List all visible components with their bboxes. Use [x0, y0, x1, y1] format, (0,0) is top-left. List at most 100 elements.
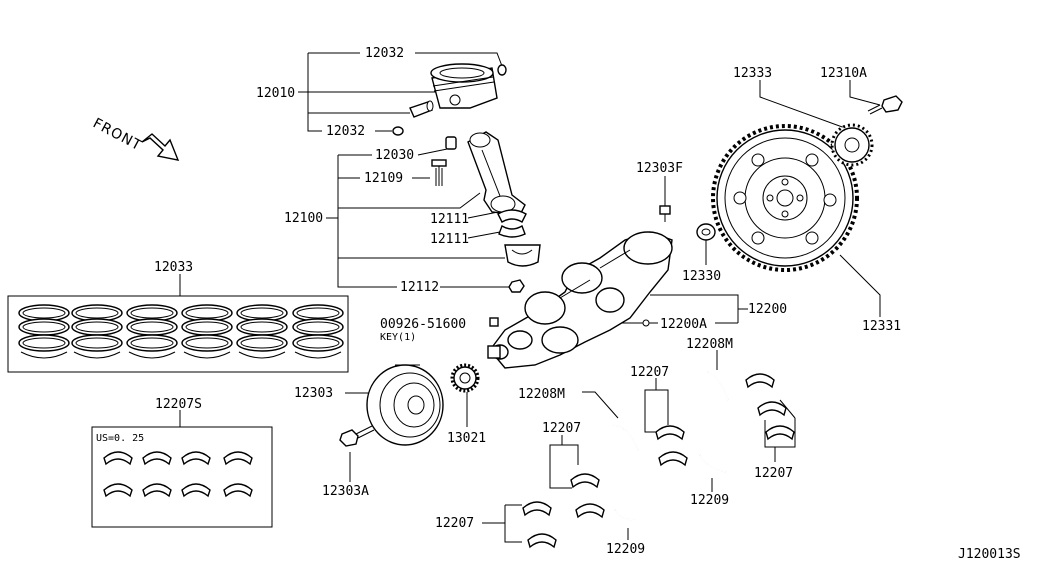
- spacer-12330: [696, 223, 716, 241]
- thrust-washer-inner: [611, 424, 639, 451]
- ring-set-6: [292, 304, 344, 359]
- piston-ring-inner: [185, 321, 229, 333]
- label-12109: 12109: [364, 171, 403, 186]
- crank-pulley: [366, 364, 444, 446]
- main-bearing-shell: [658, 451, 688, 467]
- ring-set-1: [18, 304, 70, 359]
- bearing-shell: [142, 451, 172, 466]
- label-12032-low: 12032: [326, 124, 365, 139]
- piston-ring-inner: [22, 307, 66, 319]
- label-12331: 12331: [862, 319, 901, 334]
- label-12209-a: 12209: [690, 493, 729, 508]
- thrust-washer-inner: [699, 454, 727, 473]
- piston-ring-inner: [75, 321, 119, 333]
- label-12207S: 12207S: [155, 397, 202, 412]
- rod-bearing-upper: [497, 209, 527, 223]
- label-12333: 12333: [733, 66, 772, 81]
- label-00926: 00926-51600: [380, 317, 466, 332]
- label-12207-c: 12207: [754, 466, 793, 481]
- label-13021: 13021: [447, 431, 486, 446]
- leader-lines: [179, 52, 881, 543]
- crank-pilot-bushing: [659, 205, 671, 222]
- piston-ring-inner: [130, 307, 174, 319]
- bearing-shell: [223, 483, 253, 498]
- main-bearing-shell: [575, 503, 605, 519]
- piston-ring-inner: [185, 337, 229, 349]
- crank-key: [489, 317, 499, 327]
- piston-ring-inner: [296, 337, 340, 349]
- pulley-bolt: [339, 425, 375, 447]
- piston-ring-inner: [185, 307, 229, 319]
- label-key: KEY(1): [380, 332, 416, 343]
- label-12310A: 12310A: [820, 66, 867, 81]
- flywheel: [711, 124, 859, 272]
- label-12303A: 12303A: [322, 484, 369, 499]
- bearing-shell: [181, 451, 211, 466]
- label-12100: 12100: [284, 211, 323, 226]
- front-arrow: FRONT: [90, 115, 180, 161]
- label-12111-b: 12111: [430, 232, 469, 247]
- label-12112: 12112: [400, 280, 439, 295]
- label-12303F: 12303F: [636, 161, 683, 176]
- diagram-id: J120013S: [958, 547, 1021, 562]
- piston-ring-inner: [75, 337, 119, 349]
- label-12200A: 12200A: [660, 317, 707, 332]
- label-12200: 12200: [748, 302, 787, 317]
- main-bearing-shell: [745, 373, 775, 389]
- crank-plug-12200A: [642, 319, 650, 327]
- main-bearing-shell: [527, 533, 557, 549]
- bearing-shell: [103, 451, 133, 466]
- main-bearing-shell: [522, 501, 552, 517]
- piston-ring-inner: [296, 321, 340, 333]
- piston-ring-inner: [22, 337, 66, 349]
- label-12111-a: 12111: [430, 212, 469, 227]
- oil-ring-rail: [238, 351, 286, 359]
- piston-ring-inner: [22, 321, 66, 333]
- main-bearing-shell: [757, 401, 787, 417]
- piston: [430, 63, 498, 109]
- oil-ring-rail: [294, 351, 342, 359]
- crankshaft: [487, 231, 673, 369]
- flywheel-bolt: [867, 95, 903, 115]
- ring-set-2: [71, 304, 123, 359]
- rod-bearing-lower: [498, 224, 526, 238]
- piston-ring-inner: [130, 337, 174, 349]
- thrust-washer-inner: [707, 371, 729, 401]
- piston-rings-box: [7, 295, 349, 373]
- piston-ring-inner: [75, 307, 119, 319]
- label-12208M-a: 12208M: [518, 387, 565, 402]
- bearing-shell: [103, 483, 133, 498]
- label-12032-top: 12032: [365, 46, 404, 61]
- bearing-shell: [181, 483, 211, 498]
- thrust-washer-inner: [614, 509, 637, 521]
- ring-set-3: [126, 304, 178, 359]
- label-12207-a: 12207: [630, 365, 669, 380]
- label-12033: 12033: [154, 260, 193, 275]
- bearing-shell: [142, 483, 172, 498]
- oil-ring-rail: [73, 351, 121, 359]
- rod-nut: [508, 279, 525, 293]
- bearing-shell: [223, 451, 253, 466]
- undersize-note: US=0. 25: [96, 433, 144, 444]
- piston-pin: [409, 100, 434, 118]
- piston-ring-inner: [240, 337, 284, 349]
- piston-ring-inner: [240, 307, 284, 319]
- ring-sets: [18, 304, 344, 359]
- main-bearings: [522, 371, 795, 549]
- piston-ring-inner: [240, 321, 284, 333]
- bearing-set-box: [91, 426, 273, 528]
- ring-set-4: [181, 304, 233, 359]
- connecting-rod: [467, 131, 526, 216]
- thrust-washer: [611, 424, 639, 451]
- label-12207-b: 12207: [542, 421, 581, 436]
- front-label: FRONT: [90, 115, 144, 154]
- label-12303: 12303: [294, 386, 333, 401]
- oil-ring-rail: [20, 351, 68, 359]
- label-12207-d: 12207: [435, 516, 474, 531]
- crank-sprocket: [450, 363, 480, 393]
- rod-cap: [504, 244, 541, 267]
- oil-ring-rail: [128, 351, 176, 359]
- thrust-washer: [707, 371, 729, 401]
